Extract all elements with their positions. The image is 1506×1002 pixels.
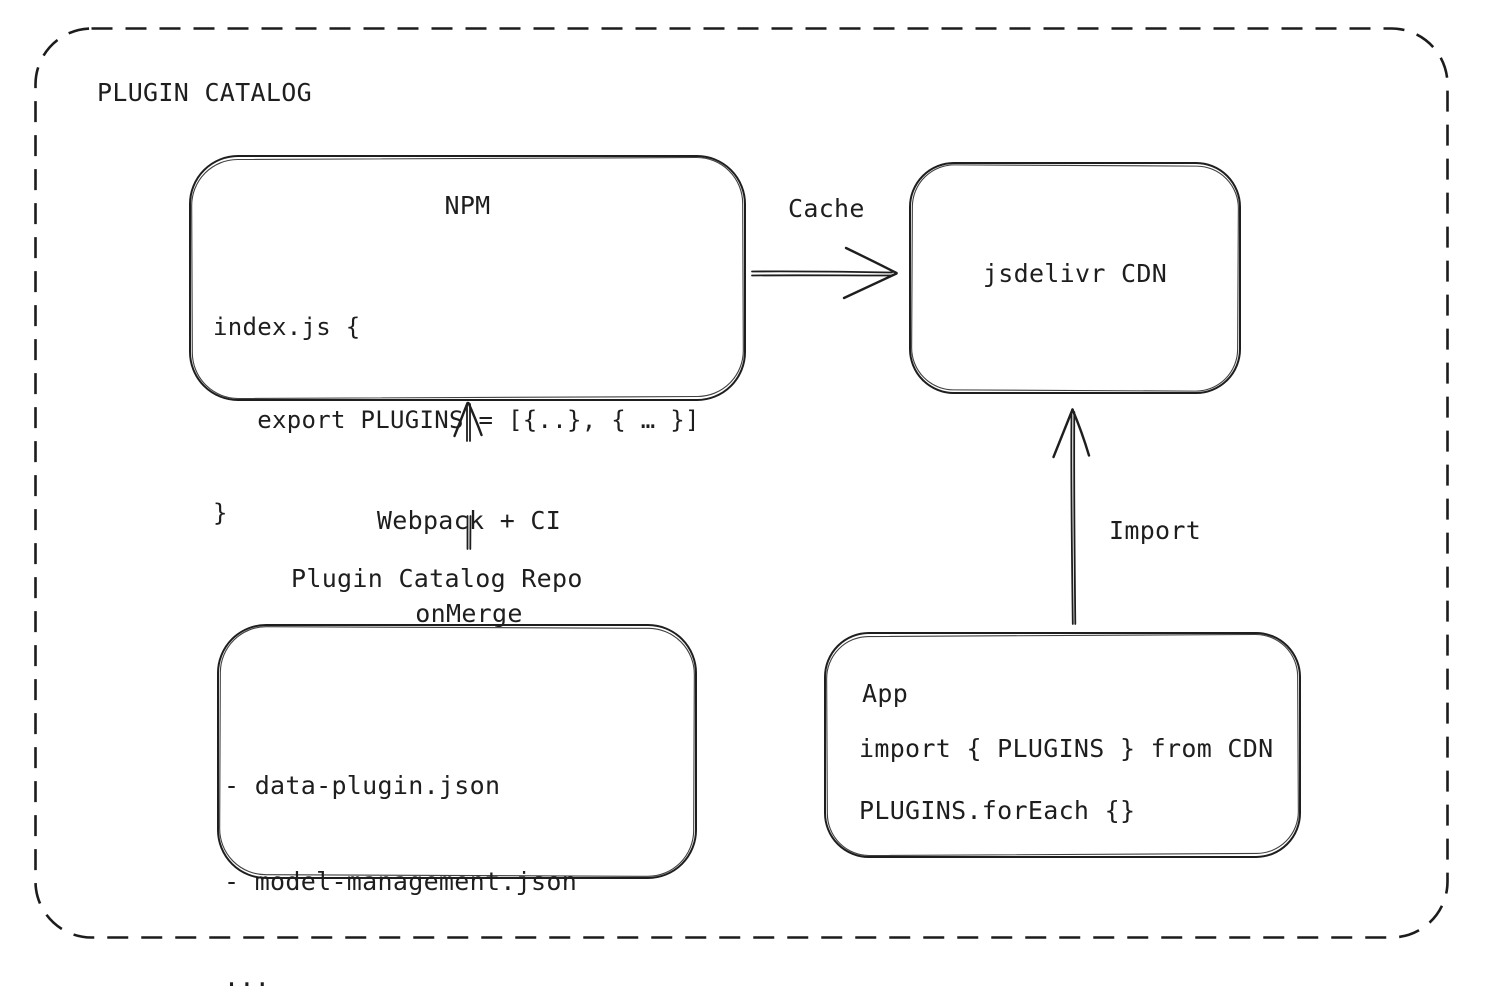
npm-code-line: index.js { [213,313,361,341]
webpack-edge-label-line2: onMerge [415,599,523,628]
repo-node-title: Plugin Catalog Repo [291,564,583,593]
import-arrow [1052,408,1091,625]
repo-file-item: ... [224,963,271,992]
webpack-arrow [453,401,483,442]
repo-file-item: - model-management.json [224,867,578,896]
repo-file-list: - data-plugin.json - model-management.js… [224,706,577,1002]
webpack-connector-line [466,515,472,550]
cdn-node-shape [909,162,1241,394]
cache-edge-label: Cache [788,194,865,223]
repo-node-shape [217,624,697,879]
repo-file-item: - data-plugin.json [224,771,501,800]
app-code-line: import { PLUGINS } from CDN [859,734,1274,763]
app-code-line: PLUGINS.forEach {} [859,796,1136,825]
diagram-title: PLUGIN CATALOG [97,78,312,107]
npm-code-block: index.js { export PLUGINS = [{..}, { … }… [213,250,700,591]
app-node-label: App [862,679,909,708]
npm-node-label: NPM [444,191,491,220]
npm-code-line: export PLUGINS = [{..}, { … }] [213,406,700,434]
webpack-edge-label-line1: Webpack + CI [376,506,562,535]
npm-node-shape [189,155,746,401]
import-edge-label: Import [1109,516,1202,545]
cdn-node-label: jsdelivr CDN [982,259,1168,288]
webpack-edge-label: Webpack + CI onMerge [329,443,609,691]
npm-code-line: } [213,499,228,527]
plugin-catalog-boundary [34,27,1449,939]
app-node-shape [824,632,1301,858]
cache-arrow [751,246,898,300]
